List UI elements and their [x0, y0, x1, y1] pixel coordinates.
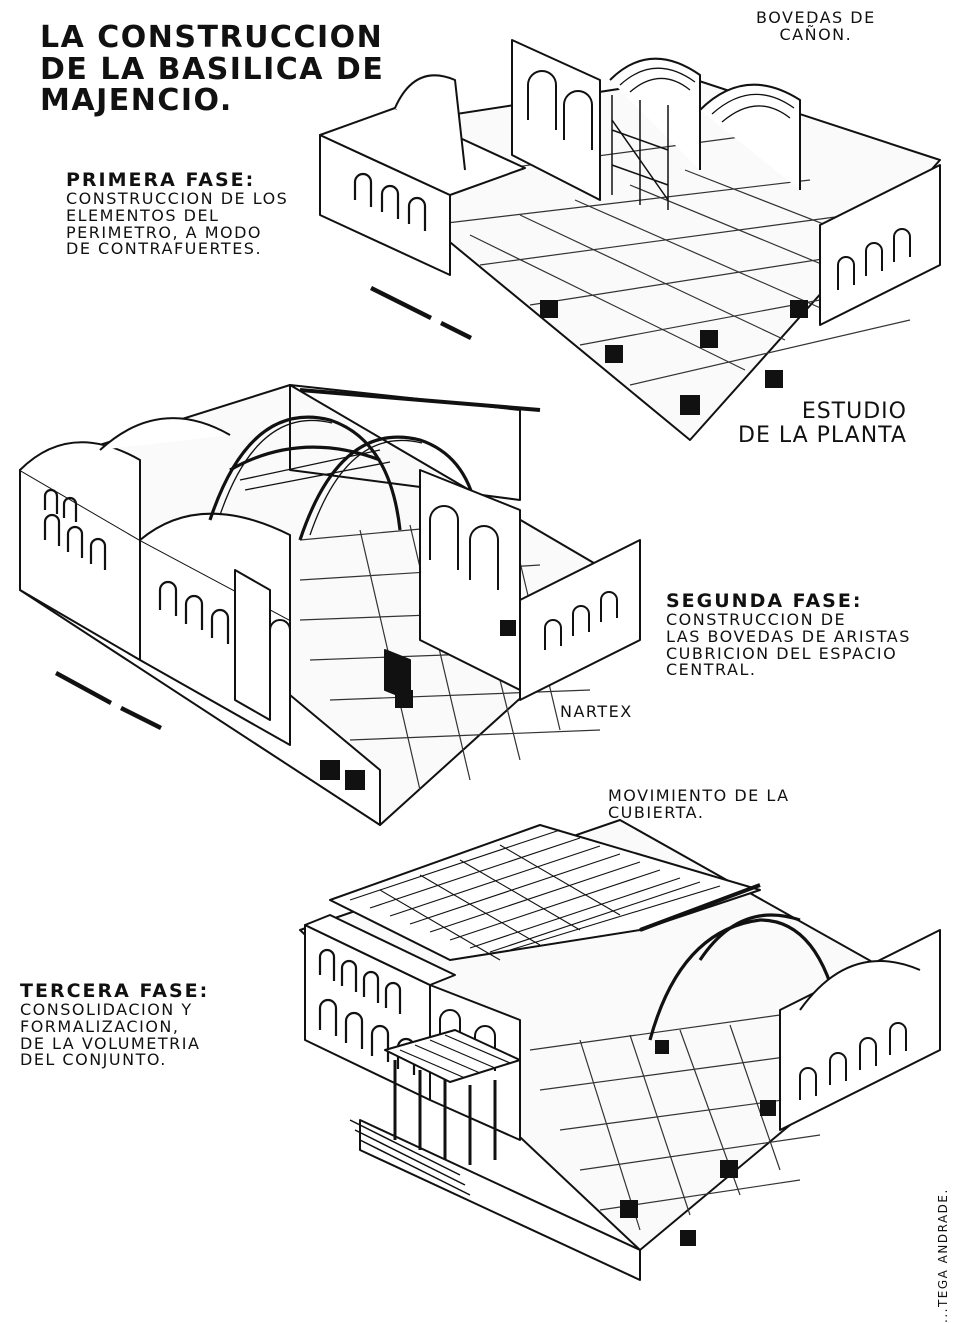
title-line-2: DE LA BASILICA DE	[40, 51, 385, 87]
primera-fase-text: CONSTRUCCION DE LOS ELEMENTOS DEL PERIME…	[66, 188, 289, 259]
label-bovedas-line-2: CAÑON.	[779, 24, 853, 44]
primera-fase-heading: PRIMERA FASE:	[66, 169, 256, 191]
label-movimiento-line-2: CUBIERTA.	[608, 802, 705, 822]
segunda-fase-block: SEGUNDA FASE: CONSTRUCCION DE LAS BOVEDA…	[666, 590, 911, 680]
segunda-fase-heading: SEGUNDA FASE:	[666, 590, 863, 612]
segunda-fase-line: CONSTRUCCION DE	[666, 609, 847, 629]
primera-fase-line: CONSTRUCCION DE LOS	[66, 188, 289, 208]
title-line-3: MAJENCIO.	[40, 83, 233, 118]
label-bovedas-de-canon: BOVEDAS DE CAÑON.	[756, 8, 876, 44]
primera-fase-line: PERIMETRO, A MODO	[66, 222, 263, 242]
tercera-fase-heading: TERCERA FASE:	[20, 980, 210, 1002]
tercera-fase-line: DE LA VOLUMETRIA	[20, 1033, 201, 1053]
drawing-tercera-fase	[299, 819, 941, 1281]
drawing-primera-fase	[319, 39, 941, 441]
title-line-1: LA CONSTRUCCION	[40, 20, 384, 55]
primera-fase-block: PRIMERA FASE: CONSTRUCCION DE LOS ELEMEN…	[66, 169, 289, 259]
label-bovedas-line-1: BOVEDAS DE	[756, 8, 876, 27]
drawing-segunda-fase	[19, 384, 641, 826]
label-movimiento-line-1: MOVIMIENTO DE LA	[608, 786, 790, 805]
author-signature: ...TEGA ANDRADE.	[936, 1188, 950, 1323]
label-estudio-line-1: ESTUDIO	[801, 399, 907, 424]
tercera-fase-block: TERCERA FASE: CONSOLIDACION Y FORMALIZAC…	[20, 980, 210, 1070]
label-movimiento-de-la-cubierta: MOVIMIENTO DE LA CUBIERTA.	[608, 786, 790, 822]
tercera-fase-text: CONSOLIDACION Y FORMALIZACION, DE LA VOL…	[20, 999, 209, 1070]
tercera-fase-line: FORMALIZACION,	[20, 1016, 180, 1036]
segunda-fase-line: LAS BOVEDAS DE ARISTAS	[666, 626, 911, 646]
segunda-fase-line: CENTRAL.	[666, 660, 757, 680]
label-estudio-de-la-planta: ESTUDIO DE LA PLANTA	[738, 399, 907, 449]
tercera-fase-line: DEL CONJUNTO.	[20, 1050, 167, 1070]
label-estudio-line-2: DE LA PLANTA	[738, 423, 907, 449]
primera-fase-line: DE CONTRAFUERTES.	[66, 239, 263, 259]
segunda-fase-text: CONSTRUCCION DE LAS BOVEDAS DE ARISTAS C…	[666, 609, 911, 680]
label-nartex: NARTEX	[560, 702, 633, 721]
page-title: LA CONSTRUCCION DE LA BASILICA DE MAJENC…	[40, 22, 384, 117]
primera-fase-line: ELEMENTOS DEL	[66, 205, 220, 225]
segunda-fase-line: CUBRICION DEL ESPACIO	[666, 643, 898, 663]
tercera-fase-line: CONSOLIDACION Y	[20, 999, 193, 1019]
